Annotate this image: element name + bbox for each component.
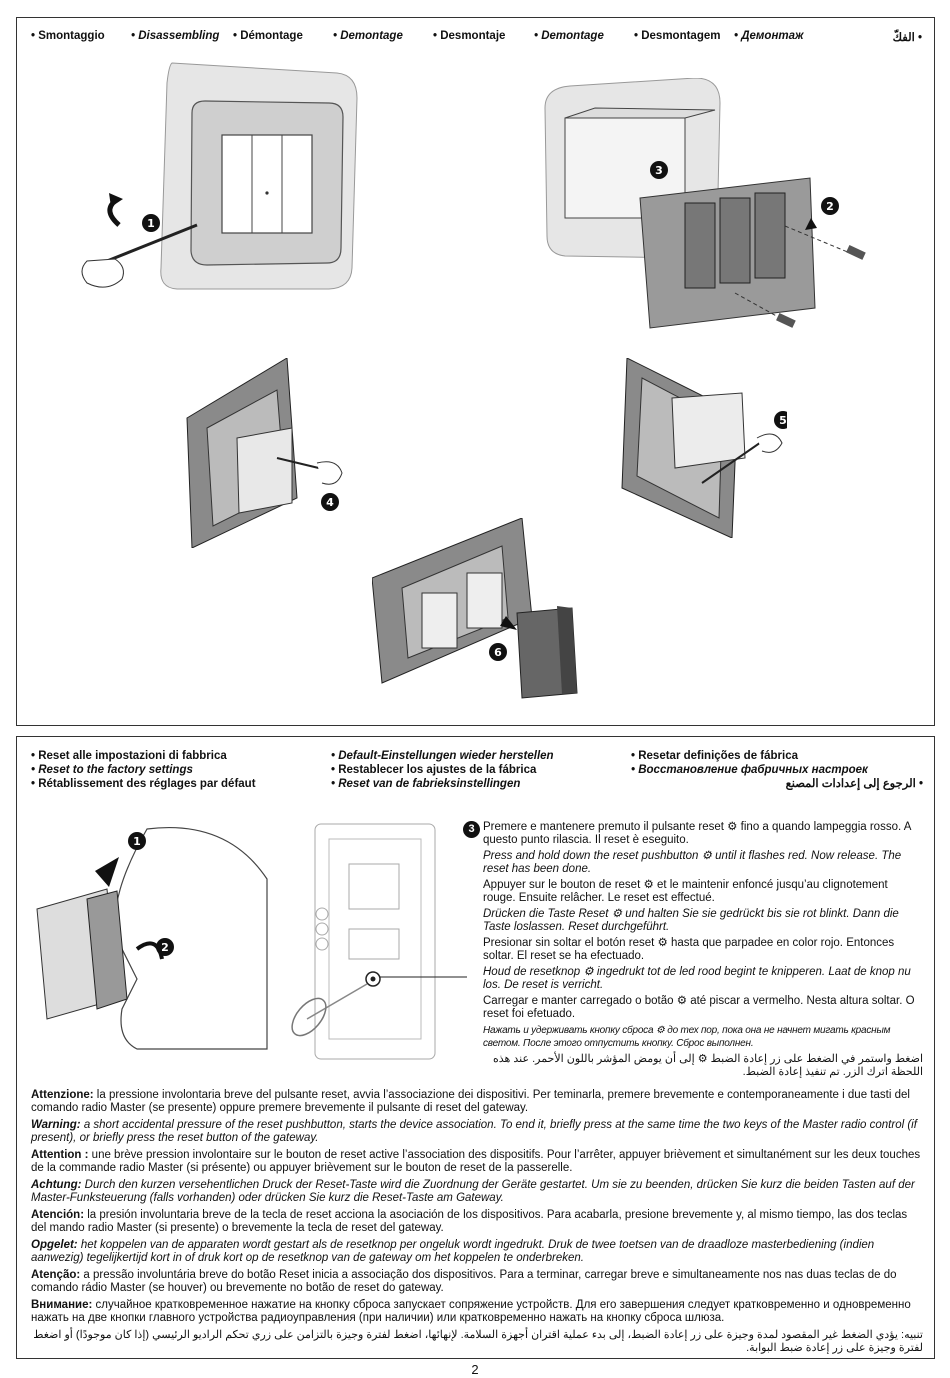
- step-text-pt: Carregar e manter carregado o botão ⚙ at…: [483, 995, 915, 1020]
- note-de: Achtung: Durch den kurzen versehentliche…: [31, 1179, 915, 1204]
- note-ar: تنبيه: يؤدي الضغط غير المقصود لمدة وجيزة…: [33, 1329, 923, 1354]
- illustration-remove-frame: 2 3: [544, 78, 866, 329]
- callout-3: 3: [650, 161, 668, 179]
- step-text-de: Drücken die Taste Reset ⚙ und halten Sie…: [483, 908, 899, 933]
- reset-heading-nl: • Reset van de fabrieksinstellingen: [331, 778, 521, 790]
- reset-heading-pt: • Resetar definições de fábrica: [631, 750, 799, 762]
- svg-text:5: 5: [779, 414, 787, 427]
- heading-ru: • Демонтаж: [734, 30, 804, 42]
- heading-pt: • Desmontagem: [634, 30, 721, 42]
- illustration-step-6: 6: [372, 518, 578, 699]
- reset-steps: 3 Premere e mantenere premuto il pulsant…: [463, 821, 923, 1082]
- svg-text:4: 4: [326, 496, 334, 509]
- note-pt: Atenção: a pressão involuntária breve do…: [31, 1269, 897, 1294]
- svg-text:1: 1: [147, 217, 155, 230]
- note-it: Attenzione: la pressione involontaria br…: [31, 1089, 910, 1114]
- note-nl: Opgelet: het koppelen van de apparaten w…: [31, 1239, 875, 1264]
- reset-heading-es: • Restablecer los ajustes de la fábrica: [331, 764, 537, 776]
- reset-callout-1: 1: [128, 832, 146, 850]
- illustration-step-5: 5: [621, 358, 787, 538]
- callout-2: 2: [821, 197, 839, 215]
- reset-heading-it: • Reset alle impostazioni di fabbrica: [31, 750, 227, 762]
- step-text-ar: اضغط واستمر في الضغط على زر إعادة الضبط …: [492, 1053, 923, 1078]
- warning-notes: Attenzione: la pressione involontaria br…: [31, 1089, 923, 1359]
- reset-panel: • Reset alle impostazioni di fabbrica • …: [16, 736, 935, 1359]
- reset-callout-2: 2: [156, 938, 174, 956]
- reset-heading-en: • Reset to the factory settings: [31, 764, 193, 776]
- callout-5: 5: [774, 411, 787, 429]
- reset-heading-fr: • Rétablissement des réglages par défaut: [31, 778, 256, 790]
- svg-text:2: 2: [826, 200, 834, 213]
- svg-text:3: 3: [655, 164, 663, 177]
- step-3-badge: 3: [463, 821, 480, 838]
- reset-heading-ar: • الرجوع إلى إعدادات المصنع: [785, 778, 923, 790]
- svg-text:2: 2: [161, 941, 169, 954]
- illustration-reset-module: [291, 823, 467, 1060]
- heading-it: • Smontaggio: [31, 30, 105, 42]
- reset-heading-col-3: • Resetar definições de fábrica • Восста…: [631, 749, 923, 791]
- heading-de: • Demontage: [333, 30, 403, 42]
- callout-4: 4: [321, 493, 339, 511]
- note-fr: Attention : une brève pression involonta…: [31, 1149, 921, 1174]
- svg-text:6: 6: [494, 646, 502, 659]
- callout-1: 1: [142, 214, 160, 232]
- svg-text:1: 1: [133, 835, 141, 848]
- step-text-nl: Houd de resetknop ⚙ ingedrukt tot de led…: [483, 966, 911, 991]
- heading-es: • Desmontaje: [433, 30, 506, 42]
- note-en: Warning: a short accidental pressure of …: [31, 1119, 917, 1144]
- reset-heading-de: • Default-Einstellungen wieder herstelle…: [331, 750, 554, 762]
- step-text-en: Press and hold down the reset pushbutton…: [483, 850, 902, 875]
- reset-heading-ru: • Восстановление фабричных настроек: [631, 764, 868, 776]
- illustration-reset-hand: 1 2: [36, 826, 268, 1050]
- heading-ar: • الفكّ: [892, 32, 922, 44]
- disassembly-language-headings: • Smontaggio • Disassembling • Démontage…: [31, 30, 922, 46]
- heading-en: • Disassembling: [131, 30, 220, 42]
- callout-6: 6: [489, 643, 507, 661]
- step-text-ru: Нажать и удерживать кнопку сброса ⚙ до т…: [483, 1025, 891, 1049]
- reset-heading-col-2: • Default-Einstellungen wieder herstelle…: [331, 749, 554, 791]
- note-ru: Внимание: случайное кратковременное нажа…: [31, 1299, 911, 1324]
- heading-nl: • Demontage: [534, 30, 604, 42]
- step-text-es: Presionar sin soltar el botón reset ⚙ ha…: [483, 937, 895, 962]
- illustration-step-4: 4: [186, 358, 343, 548]
- note-es: Atención: la presión involuntaria breve …: [31, 1209, 908, 1234]
- heading-fr: • Démontage: [233, 30, 303, 42]
- illustration-remove-cover: 1: [81, 62, 358, 290]
- disassembly-panel: • Smontaggio • Disassembling • Démontage…: [16, 17, 935, 726]
- reset-heading-col-1: • Reset alle impostazioni di fabbrica • …: [31, 749, 256, 791]
- page-number: 2: [471, 1362, 479, 1377]
- step-text-fr: Appuyer sur le bouton de reset ⚙ et le m…: [483, 879, 888, 904]
- step-text-it: Premere e mantenere premuto il pulsante …: [483, 821, 911, 846]
